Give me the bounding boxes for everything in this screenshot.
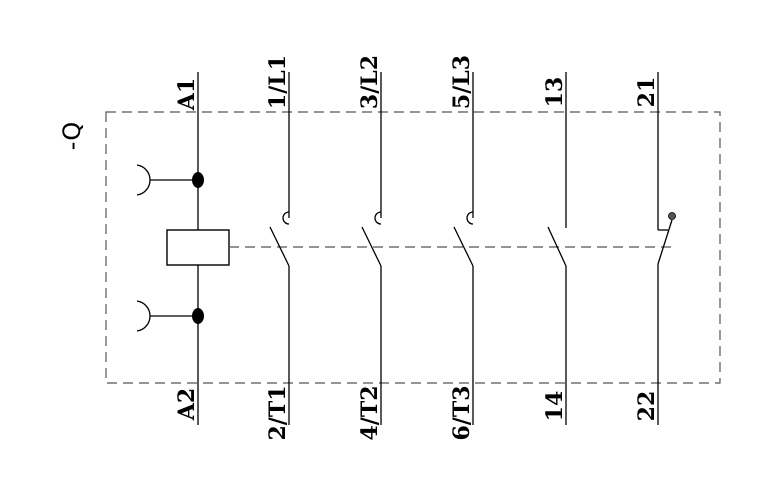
coil-connector-bottom-icon (136, 300, 151, 332)
main-contact-3-bottom-label: 6/T3 (449, 385, 475, 440)
coil-symbol (166, 229, 230, 266)
coil-terminal-top: A1 (174, 78, 200, 111)
device-enclosure (105, 111, 721, 384)
aux-contact-no: 13 14 (542, 72, 568, 425)
main-contact-1-top-label: 1/L1 (265, 55, 291, 109)
aux-contact-no-blade (547, 226, 567, 267)
aux-contact-no-top-label: 13 (542, 77, 568, 108)
aux-contact-nc: 21 22 (634, 72, 676, 425)
coil-connector-top-icon (136, 164, 151, 196)
coil-junction-top (192, 172, 204, 188)
main-contact-1-blade (269, 226, 290, 267)
main-contact-2: 3/L2 4/T2 (357, 55, 383, 441)
main-contact-3-top-label: 5/L3 (449, 55, 475, 109)
main-contact-3: 5/L3 6/T3 (449, 55, 475, 441)
aux-contact-no-bottom-label: 14 (542, 391, 568, 422)
main-contact-2-arc-icon (374, 211, 382, 225)
main-contact-1-arc-icon (282, 211, 290, 225)
coil-terminal-bottom: A2 (174, 388, 200, 421)
main-contact-3-arc-icon (466, 211, 474, 225)
main-contact-1: 1/L1 2/T1 (265, 55, 291, 441)
coil-junction-bottom (192, 308, 204, 324)
aux-contact-nc-blade (657, 219, 673, 265)
device-designation: -Q (58, 122, 86, 150)
aux-contact-nc-top-label: 21 (634, 77, 660, 108)
main-contact-2-bottom-label: 4/T2 (357, 385, 383, 440)
aux-contact-nc-pivot-icon (668, 212, 676, 220)
aux-contact-nc-bottom-label: 22 (634, 391, 660, 422)
main-contact-2-top-label: 3/L2 (357, 55, 383, 109)
main-contact-2-blade (361, 226, 382, 267)
coil-branch: A1 A2 (136, 72, 230, 425)
main-contact-3-blade (453, 226, 474, 267)
main-contact-1-bottom-label: 2/T1 (265, 385, 291, 440)
